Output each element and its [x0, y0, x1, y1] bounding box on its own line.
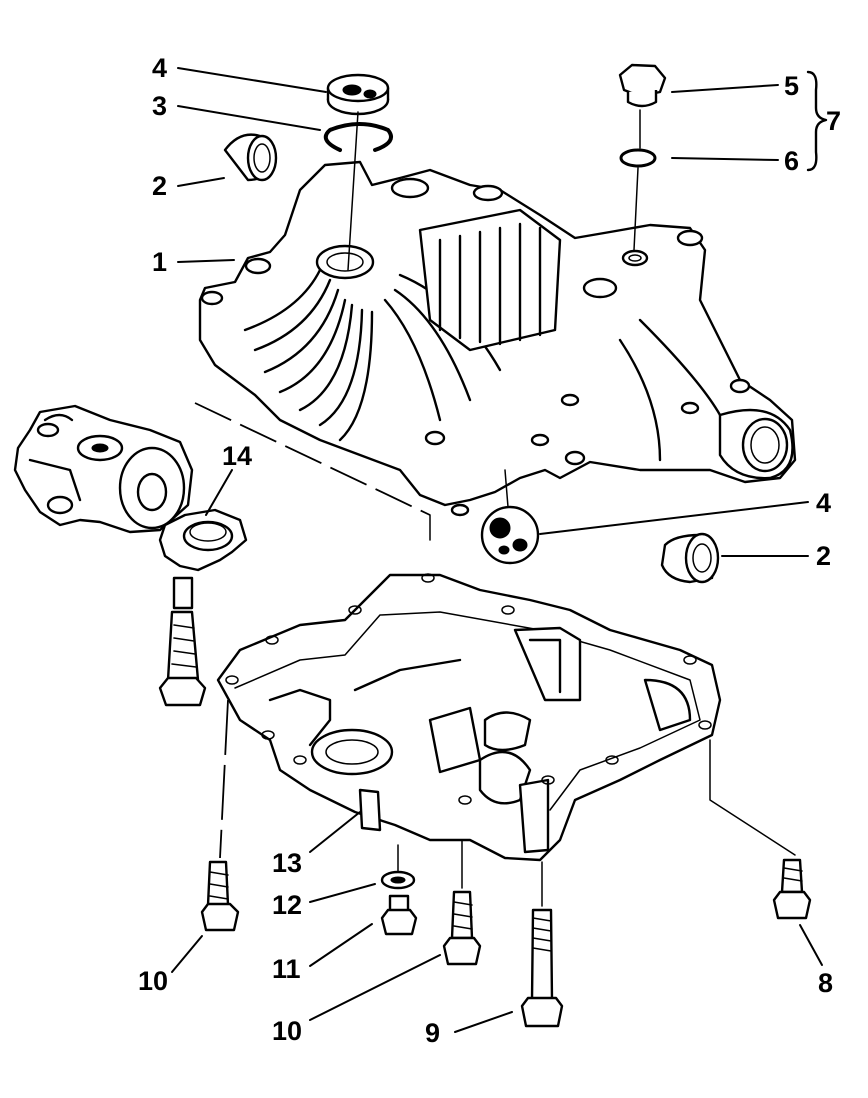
- callout-10-left: 10: [138, 966, 168, 996]
- callout-4-bottom: 4: [816, 488, 831, 518]
- callout-9: 9: [425, 1018, 440, 1048]
- callout-4-top: 4: [152, 53, 167, 83]
- callout-5: 5: [784, 71, 799, 101]
- callout-7: 7: [826, 106, 841, 136]
- leader-lines: [171, 67, 823, 1033]
- callout-10-center: 10: [272, 1016, 302, 1046]
- o-ring: [619, 148, 657, 168]
- bolt-10-center: [442, 890, 482, 966]
- filter-cap-top: [326, 73, 390, 116]
- plug-11: [380, 894, 418, 936]
- retaining-ring: [323, 122, 393, 152]
- callout-2-bottom: 2: [816, 541, 831, 571]
- callout-12: 12: [272, 890, 302, 920]
- callout-1: 1: [152, 247, 167, 277]
- lower-housing-pan: [216, 573, 722, 862]
- callout-13: 13: [272, 848, 302, 878]
- callout-3: 3: [152, 91, 167, 121]
- filter-bottom: [480, 505, 540, 565]
- drain-plug: [618, 63, 667, 108]
- upper-housing-part: [198, 160, 797, 517]
- callout-14: 14: [222, 441, 252, 471]
- filter-bracket: [158, 508, 248, 572]
- callout-6: 6: [784, 146, 799, 176]
- callout-8: 8: [818, 968, 833, 998]
- bushing-bottom: [660, 532, 720, 584]
- bracket-bolt: [158, 576, 207, 707]
- callout-2-top: 2: [152, 171, 167, 201]
- bushing-top: [223, 133, 278, 182]
- bolt-9: [520, 908, 564, 1028]
- bolt-10-left: [200, 860, 240, 932]
- callout-11: 11: [272, 954, 301, 984]
- bolt-8: [772, 858, 812, 920]
- callout-labels: 4 3 2 1 5 7 6 14 4 2 13 12 11 10 10 9 8: [138, 53, 841, 1048]
- side-filter-housing: [13, 404, 194, 534]
